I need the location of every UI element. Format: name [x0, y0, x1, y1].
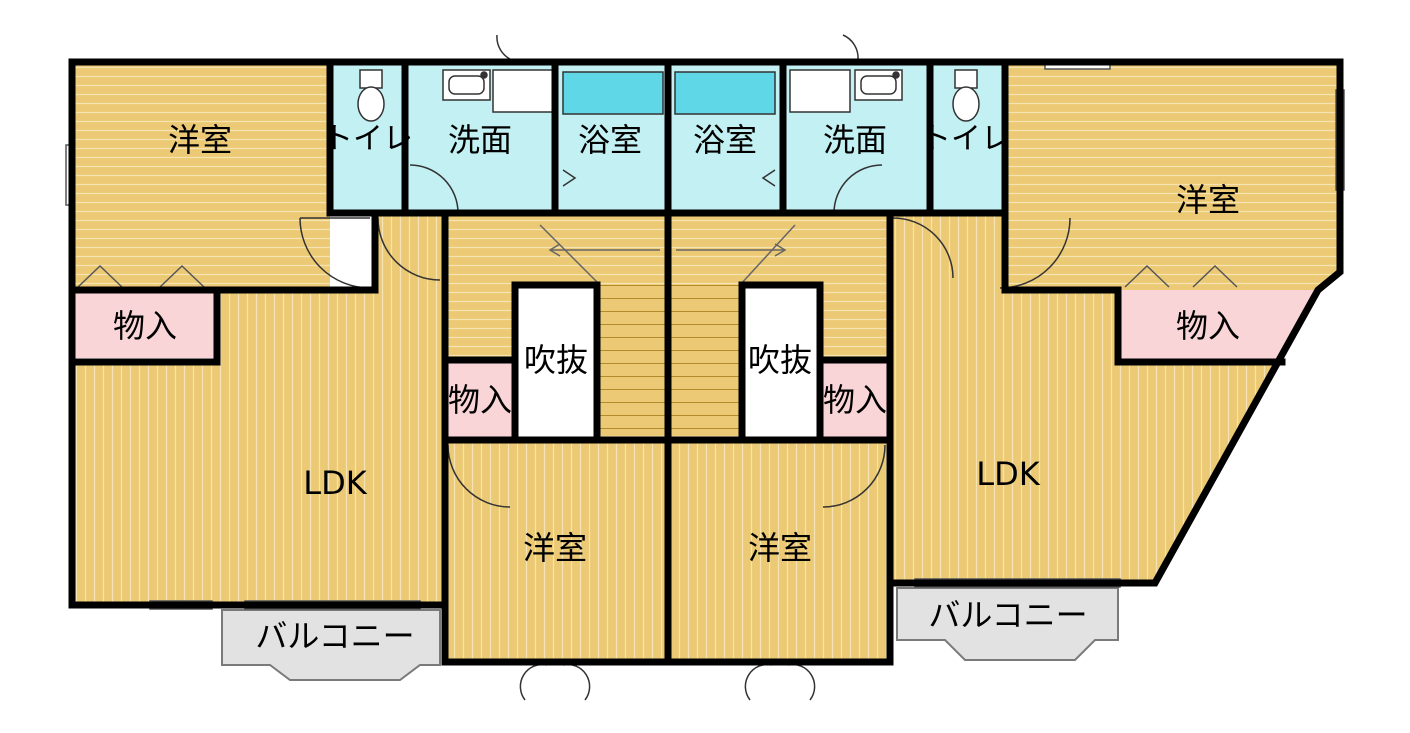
- label-toilet-left: トイレ: [323, 122, 413, 157]
- label-ldk-left: LDK: [303, 464, 367, 502]
- storage-left-floor: [72, 290, 217, 358]
- label-washroom-left: 洗面: [448, 121, 512, 159]
- label-balcony-left: バルコニー: [255, 617, 414, 655]
- walls: [68, 58, 1344, 666]
- western-room-bottom-right-floor: [670, 440, 890, 660]
- western-room-top-left-floor: [72, 65, 330, 290]
- room-labels: 洋室 トイレ 洗面 浴室 浴室 洗面 トイレ 洋室 物入 物入 吹抜 吹抜 物入…: [113, 121, 1240, 655]
- floors: [72, 65, 1340, 681]
- storage-small-right-floor: [820, 360, 890, 437]
- storage-right-floor: [1118, 290, 1318, 360]
- toilet-right-icon: [952, 69, 980, 122]
- label-western-bottom-right: 洋室: [748, 529, 812, 567]
- label-toilet-right: トイレ: [921, 122, 1011, 157]
- washer-space-left: [492, 69, 554, 113]
- storage-small-left-floor: [445, 360, 515, 437]
- bathtub-right: [674, 71, 776, 115]
- label-storage-left: 物入: [113, 307, 177, 345]
- label-western-bottom-left: 洋室: [523, 529, 587, 567]
- stair-arrows: [539, 224, 796, 286]
- bathtub-left: [562, 71, 664, 115]
- western-room-top-right-floor: [1005, 65, 1340, 290]
- label-storage-right: 物入: [1176, 307, 1240, 345]
- stairs-left: [597, 285, 665, 435]
- ldk-left-floor: [72, 215, 445, 605]
- label-western-top-left: 洋室: [168, 121, 232, 159]
- western-room-bottom-left-floor: [445, 440, 667, 660]
- label-balcony-right: バルコニー: [928, 596, 1087, 634]
- label-bath-right: 浴室: [693, 121, 757, 159]
- label-storage-small-right: 物入: [823, 381, 887, 419]
- label-western-top-right: 洋室: [1176, 181, 1240, 219]
- sink-right-icon: [854, 69, 903, 101]
- toilet-left-icon: [357, 69, 385, 122]
- label-storage-small-left: 物入: [448, 381, 512, 419]
- void-left: [518, 288, 594, 437]
- label-bath-left: 浴室: [578, 121, 642, 159]
- label-void-left: 吹抜: [524, 341, 588, 379]
- label-washroom-right: 洗面: [823, 121, 887, 159]
- sink-left-icon: [442, 69, 491, 101]
- stairs-right: [670, 285, 740, 435]
- closet-door-markers: [77, 264, 1238, 288]
- washer-space-right: [789, 69, 851, 113]
- balcony-left: [221, 609, 441, 681]
- void-right: [745, 288, 817, 437]
- balcony-right: [896, 587, 1119, 661]
- label-void-right: 吹抜: [748, 341, 812, 379]
- ldk-right-floor: [890, 215, 1280, 583]
- label-ldk-right: LDK: [976, 455, 1040, 493]
